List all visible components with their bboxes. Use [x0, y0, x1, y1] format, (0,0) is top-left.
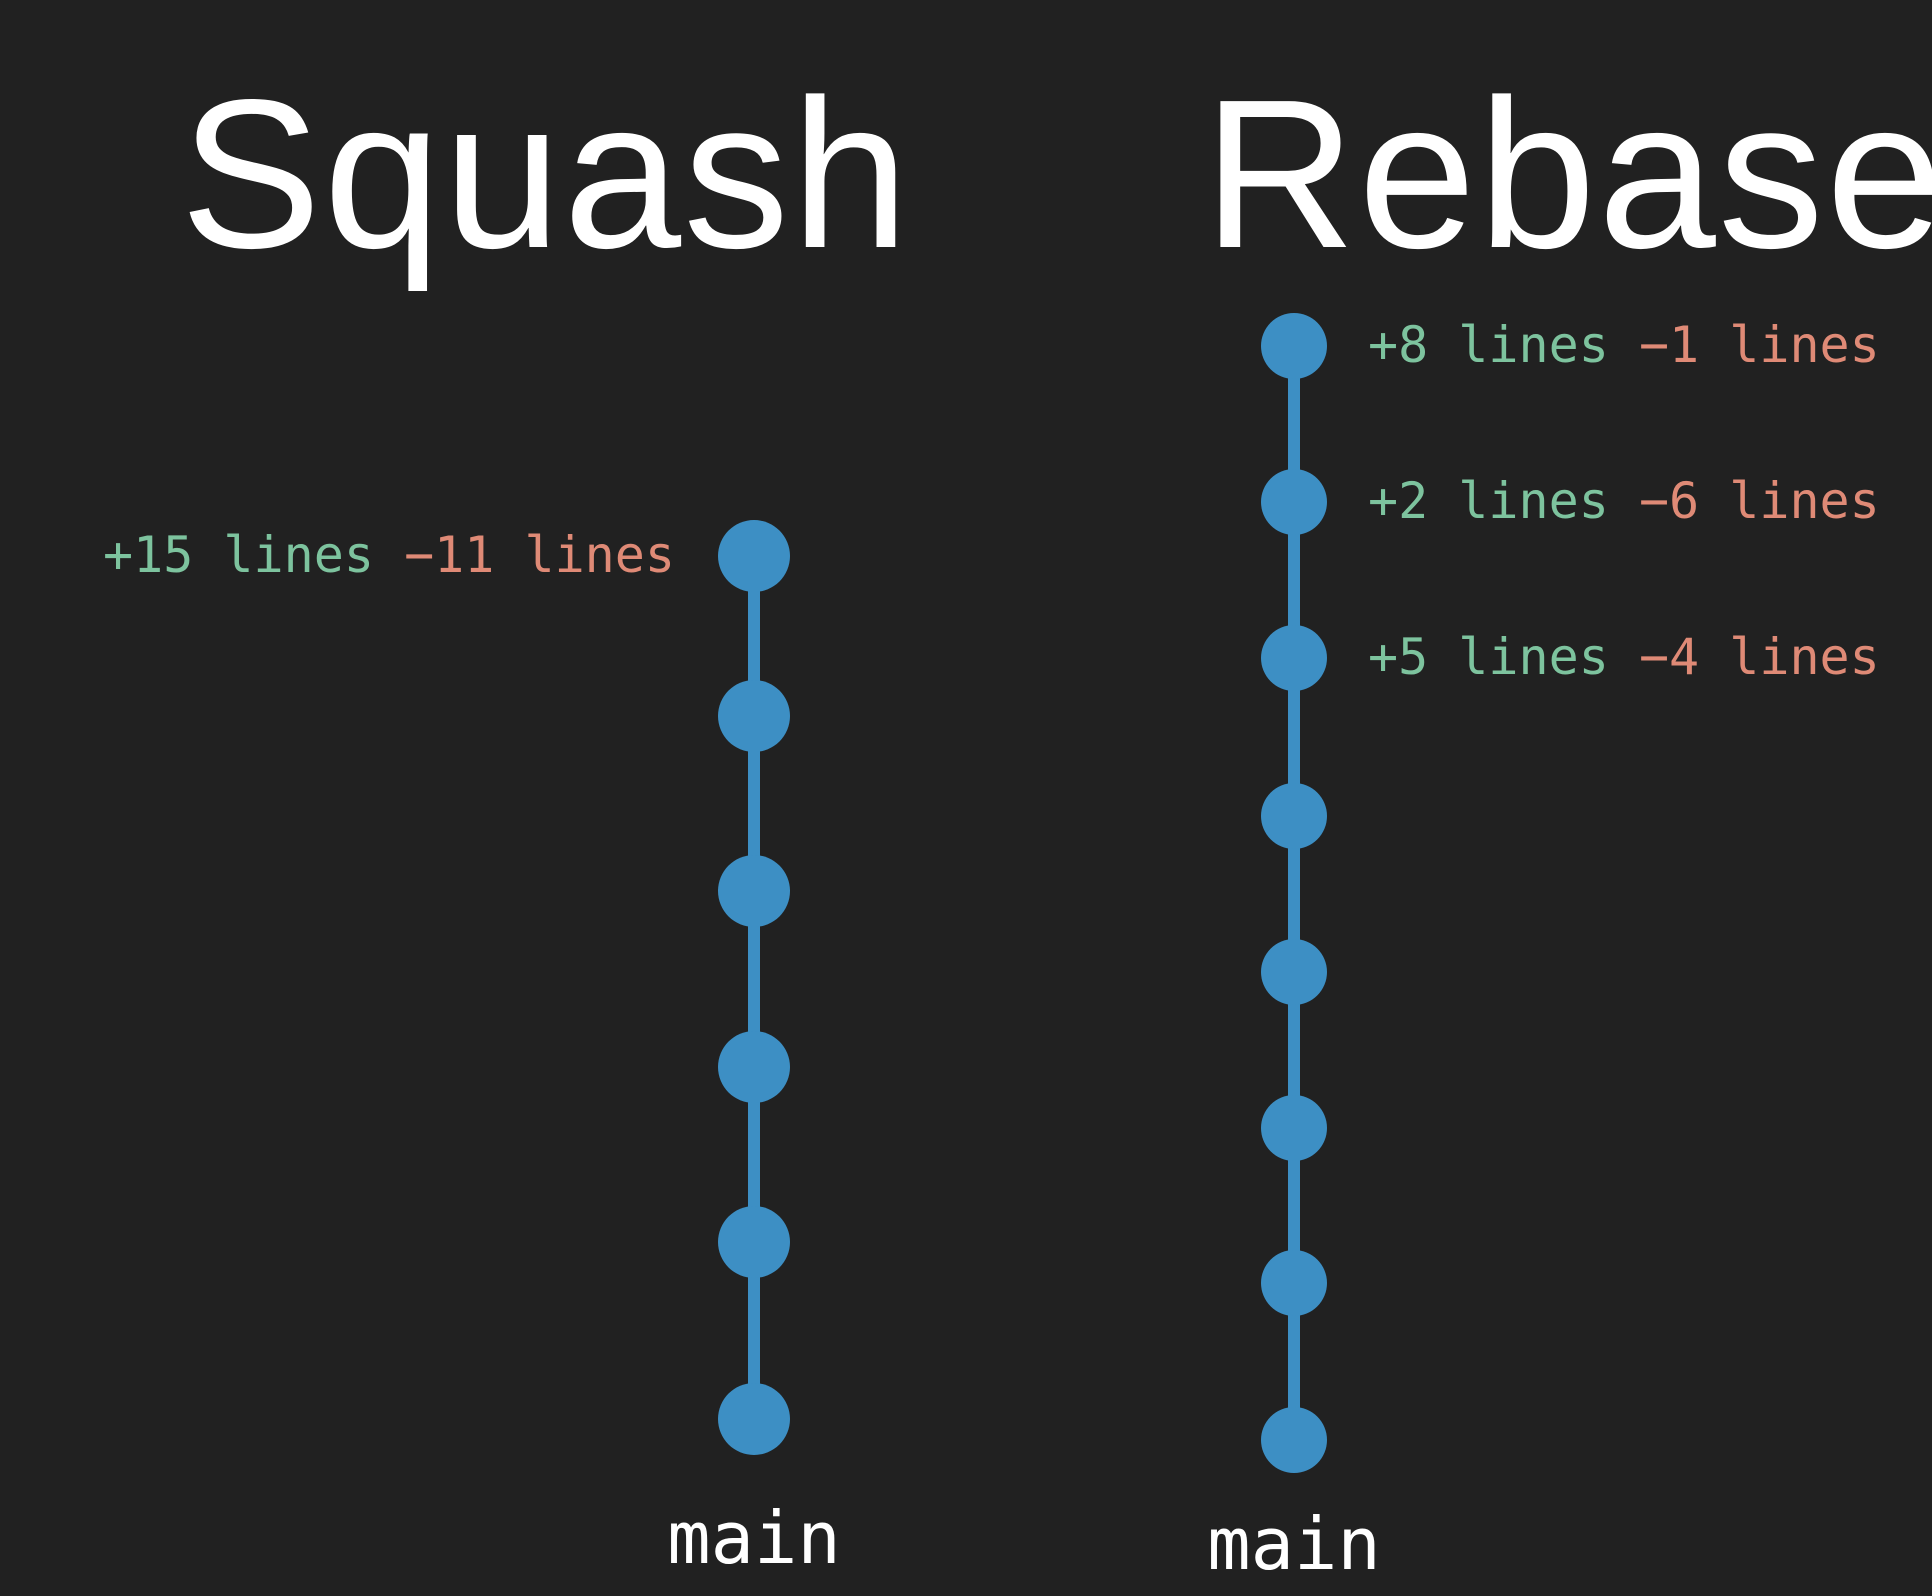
rebase-commit-node — [1261, 469, 1327, 535]
rebase-commit-additions: +8 lines — [1368, 316, 1609, 374]
squash-commit-graph: +15 lines −11 lines — [103, 520, 790, 1455]
squash-commit-node — [718, 680, 790, 752]
rebase-commit-node — [1261, 1095, 1327, 1161]
rebase-commit-additions: +2 lines — [1368, 472, 1609, 530]
label-spacer — [374, 526, 404, 584]
rebase-commit-node — [1261, 1407, 1327, 1473]
squash-branch-label: main — [667, 1496, 841, 1580]
squash-commit-node — [718, 520, 790, 592]
squash-commit-node — [718, 1206, 790, 1278]
rebase-commit-graph: +8 lines −1 lines +2 lines −6 lines +5 lin… — [1261, 313, 1880, 1473]
rebase-commit-node — [1261, 783, 1327, 849]
rebase-title: Rebase — [1203, 55, 1932, 292]
rebase-commit-diff-label: +2 lines −6 lines — [1368, 472, 1880, 530]
rebase-commit-deletions: −1 lines — [1639, 316, 1880, 374]
rebase-commit-diff-label: +8 lines −1 lines — [1368, 316, 1880, 374]
rebase-commit-additions: +5 lines — [1368, 628, 1609, 686]
squash-commit-node — [718, 1031, 790, 1103]
rebase-branch-label: main — [1207, 1502, 1381, 1586]
rebase-commit-deletions: −6 lines — [1639, 472, 1880, 530]
squash-commit-node — [718, 855, 790, 927]
label-spacer — [1609, 628, 1639, 686]
rebase-commit-node — [1261, 625, 1327, 691]
squash-commit-diff-label: +15 lines −11 lines — [103, 526, 675, 584]
rebase-commit-node — [1261, 1250, 1327, 1316]
squash-commit-additions: +15 lines — [103, 526, 374, 584]
label-spacer — [1609, 316, 1639, 374]
squash-commit-deletions: −11 lines — [404, 526, 675, 584]
rebase-commit-node — [1261, 939, 1327, 1005]
rebase-commit-node — [1261, 313, 1327, 379]
rebase-commit-diff-label: +5 lines −4 lines — [1368, 628, 1880, 686]
label-spacer — [1609, 472, 1639, 530]
squash-commit-node — [718, 1383, 790, 1455]
rebase-commit-deletions: −4 lines — [1639, 628, 1880, 686]
squash-title: Squash — [180, 55, 912, 292]
